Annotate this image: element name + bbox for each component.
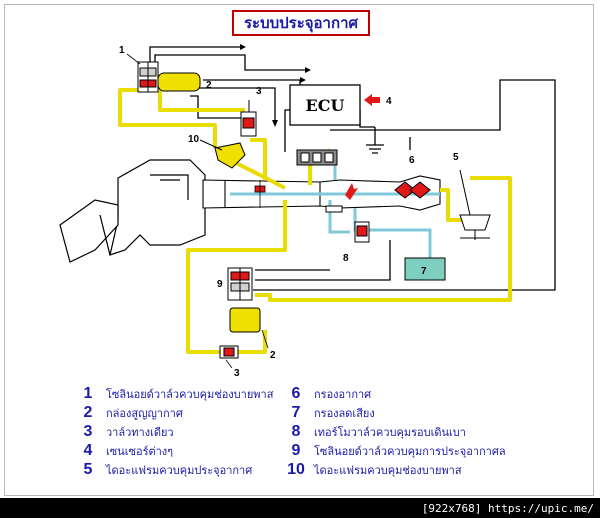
thermo-idle-valve: [325, 205, 370, 243]
wire-ecu-left: [284, 109, 290, 152]
vacuum-line-2: [158, 90, 245, 112]
ecu-box: ECU: [289, 84, 361, 126]
silencer-box: [404, 257, 446, 281]
legend-number: 10: [287, 461, 305, 478]
legend-label: เซนเซอร์ต่างๆ: [106, 445, 174, 458]
page-title: ระบบประจุอากาศ: [232, 10, 370, 36]
charging-solenoid-valve: [227, 267, 253, 301]
air-charging-system-diagram: ECU: [59, 44, 556, 379]
vacuum-line-7: [255, 176, 512, 302]
footer-text[interactable]: [922x768] https://upic.me/: [421, 501, 594, 515]
wire-2: [154, 54, 305, 71]
wire-ecu-right: [359, 110, 375, 128]
legend-item-7: 7 กรองลดเสียง: [284, 404, 375, 422]
callout-4: 4: [386, 96, 392, 107]
legend-number: 6: [291, 385, 301, 402]
legend-number: 3: [83, 423, 93, 440]
legend-item-8: 8 เทอร์โมวาล์วควบคุมรอบเดินเบา: [284, 423, 466, 441]
callout-8: 8: [343, 253, 349, 264]
wire-ground: [366, 127, 384, 154]
wire-9: [255, 240, 391, 281]
callout-5: 5: [453, 152, 459, 163]
vacuum-line-4: [229, 158, 286, 190]
legend-label: กล่องสูญญากาศ: [106, 407, 183, 420]
callout-2-top: 2: [206, 80, 212, 91]
legend-item-5: 5 ไดอะแฟรมควบคุมประจุอากาศ: [76, 461, 253, 479]
legend-item-9: 9 โซลินอยด์วาล์วควบคุมการประจุอากาศล: [284, 442, 506, 460]
page-title-text: ระบบประจุอากาศ: [243, 14, 359, 32]
vacuum-tank-bottom: [229, 307, 261, 333]
vacuum-line-6: [238, 330, 267, 354]
image-host-footer: [922x768] https://upic.me/: [0, 498, 600, 518]
legend-item-1: 1 โซลินอยด์วาล์วควบคุมช่องบายพาส: [76, 385, 274, 403]
legend-label: กรองลดเสียง: [314, 407, 375, 420]
legend-number: 4: [83, 442, 93, 459]
flow-sensor-arrow: [345, 183, 358, 200]
sensor-arrow: [364, 94, 380, 106]
one-way-valve-top: [240, 100, 257, 137]
legend-label: วาล์วทางเดียว: [106, 426, 174, 439]
callout-3-top: 3: [256, 86, 262, 97]
callout-2-bottom: 2: [270, 350, 276, 361]
wire-4: [196, 87, 276, 120]
legend-item-3: 3 วาล์วทางเดียว: [76, 423, 174, 441]
legend-label: โซลินอยด์วาล์วควบคุมช่องบายพาส: [106, 388, 274, 401]
vacuum-lines: [118, 88, 512, 354]
ecu-label: ECU: [306, 96, 345, 115]
charging-diaphragm: [459, 169, 491, 240]
engine-block: [59, 159, 206, 263]
vacuum-line-8: [440, 188, 465, 222]
legend-item-6: 6 กรองอากาศ: [284, 385, 372, 403]
legend: 1 โซลินอยด์วาล์วควบคุมช่องบายพาส 2 กล่อง…: [76, 385, 596, 483]
legend-number: 1: [83, 385, 93, 402]
callout-3-bottom: 3: [234, 368, 240, 379]
callout-6: 6: [409, 155, 415, 166]
vacuum-line-5: [186, 200, 287, 354]
legend-label: ไดอะแฟรมควบคุมช่องบายพาส: [314, 464, 462, 477]
legend-number: 9: [291, 442, 301, 459]
legend-item-4: 4 เซนเซอร์ต่างๆ: [76, 442, 174, 460]
legend-label: เทอร์โมวาล์วควบคุมรอบเดินเบา: [314, 426, 466, 439]
callout-labels: 1 2 3 4 5 6 7 8 9 10 2 3: [119, 45, 459, 379]
wire-5: [190, 95, 245, 119]
air-filter: [394, 181, 431, 199]
callout-10: 10: [188, 134, 200, 145]
wire-arrows: [240, 44, 311, 127]
bypass-diaphragm: [199, 139, 246, 169]
one-way-valve-bottom: [219, 345, 239, 359]
callout-1: 1: [119, 45, 125, 56]
bypass-solenoid-valve: [137, 61, 159, 93]
callout-leaders: [126, 53, 269, 369]
vacuum-line-1: [118, 88, 217, 148]
legend-item-2: 2 กล่องสูญญากาศ: [76, 404, 183, 422]
callout-7: 7: [421, 266, 427, 277]
legend-number: 8: [291, 423, 301, 440]
legend-number: 5: [83, 461, 93, 478]
legend-number: 2: [83, 404, 93, 421]
legend-label: กรองอากาศ: [314, 388, 372, 401]
legend-label: ไดอะแฟรมควบคุมประจุอากาศ: [106, 464, 253, 477]
legend-number: 7: [291, 404, 301, 421]
legend-item-10: 10 ไดอะแฟรมควบคุมช่องบายพาส: [284, 461, 462, 479]
wire-1: [149, 46, 240, 63]
legend-label: โซลินอยด์วาล์วควบคุมการประจุอากาศล: [314, 445, 506, 458]
wire-bus: [253, 79, 556, 291]
vacuum-line-3: [250, 138, 267, 180]
vacuum-tank-top: [157, 72, 201, 92]
callout-9: 9: [217, 279, 223, 290]
ecu-connector: [296, 149, 338, 166]
throttle-valve: [254, 180, 266, 208]
